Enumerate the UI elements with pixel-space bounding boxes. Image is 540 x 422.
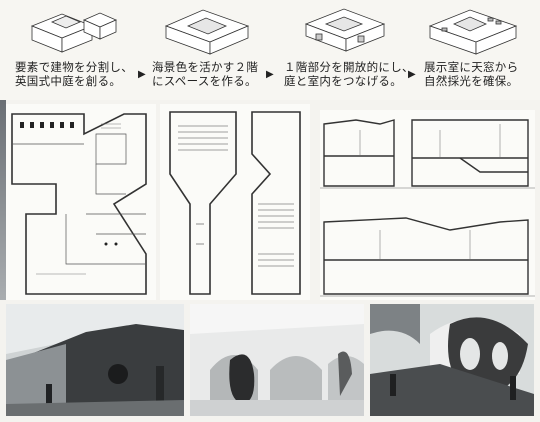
step-3-caption: １階部分を開放的にし、 庭と室内をつなげる。 (284, 60, 414, 88)
step-2-caption: 海景色を活かす２階 にスペースを作る。 (152, 60, 272, 88)
open-ground-diagram-icon (296, 4, 396, 56)
ground-floor-plan (6, 104, 156, 300)
concept-strip: 要素で建物を分割し、 英国式中庭を創る。 ▶ 海景色を活かす２階 にスペースを作… (0, 0, 540, 100)
step-arrow-icon: ▶ (138, 69, 146, 80)
massing-diagram-icon (22, 4, 122, 56)
sculpture-garden-rendering (370, 304, 534, 416)
background-edge (0, 100, 6, 300)
step-4-caption: 展示室に天窓から 自然採光を確保。 (424, 60, 540, 88)
step-2-line-1: 海景色を活かす２階 (152, 60, 259, 74)
gallery-rendering (190, 304, 364, 416)
upper-floor-plan (160, 104, 310, 300)
step-2-line-2: にスペースを作る。 (152, 74, 257, 88)
step-arrow-icon: ▶ (266, 69, 274, 80)
step-4-line-2: 自然採光を確保。 (424, 74, 519, 88)
courtyard-rendering (6, 304, 184, 416)
step-1-caption: 要素で建物を分割し、 英国式中庭を創る。 (15, 60, 135, 88)
building-sections (320, 110, 535, 300)
step-3-line-1: １階部分を開放的にし、 (284, 60, 414, 74)
step-arrow-icon: ▶ (408, 69, 416, 80)
step-4-line-1: 展示室に天窓から (424, 60, 519, 74)
skylight-diagram-icon (424, 4, 524, 56)
step-1-line-1: 要素で建物を分割し、 (15, 60, 133, 74)
step-3-line-2: 庭と室内をつなげる。 (284, 74, 402, 88)
courtyard-diagram-icon (158, 4, 258, 56)
step-1-line-2: 英国式中庭を創る。 (15, 74, 122, 88)
